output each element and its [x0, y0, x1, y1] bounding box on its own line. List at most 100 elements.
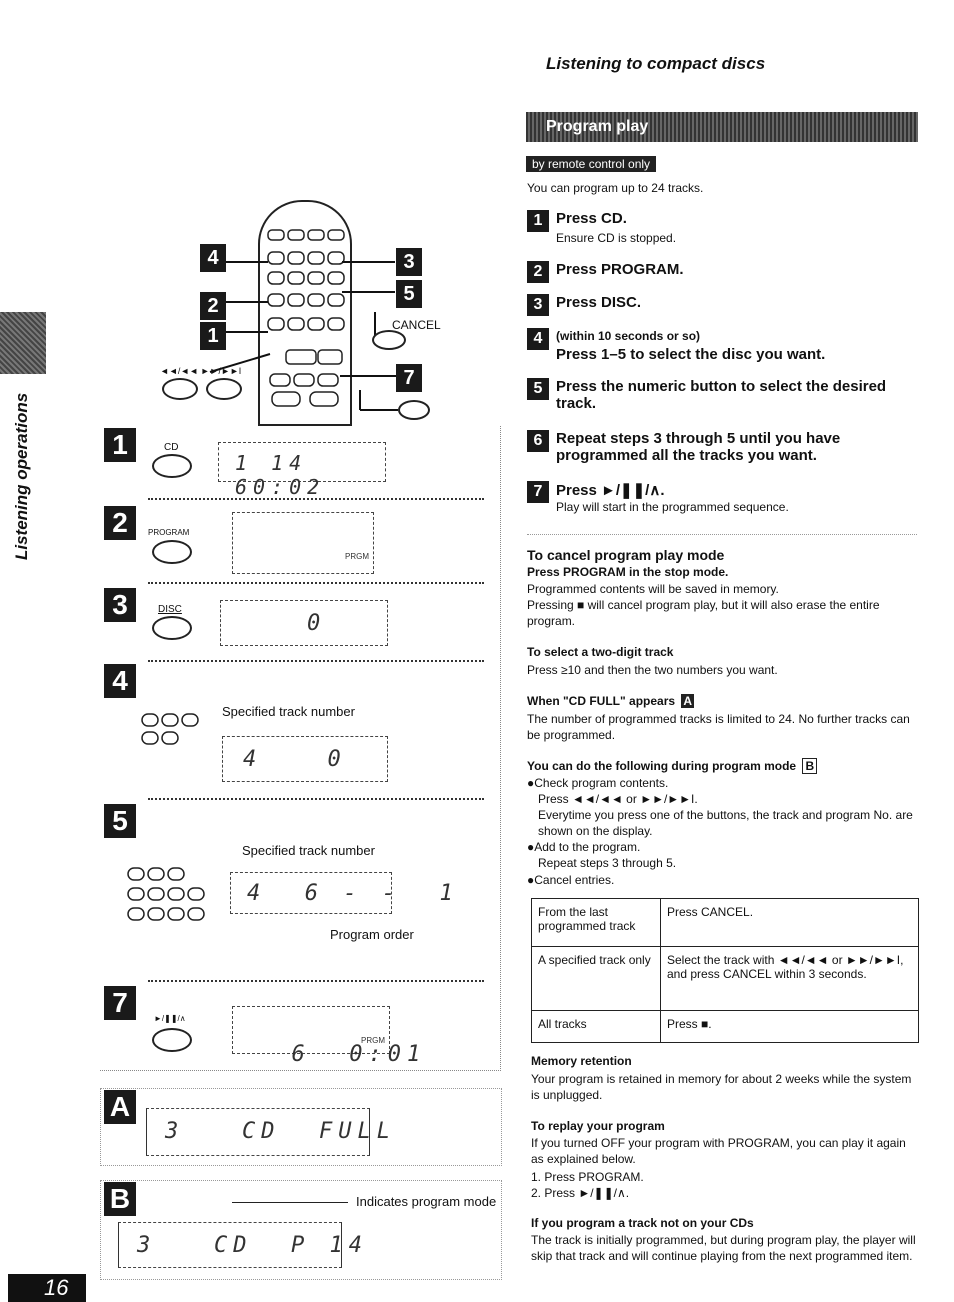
divider [527, 534, 917, 535]
cd-full-text: The number of programmed tracks is limit… [527, 712, 910, 742]
step-2-title: Press PROGRAM. [556, 261, 684, 278]
remote-badge-3: 3 [396, 248, 422, 276]
program-mode-box [100, 1180, 502, 1280]
cancel-line2: Pressing ■ will cancel program play, but… [527, 598, 880, 628]
divider [148, 498, 484, 500]
skip-forward-button[interactable] [206, 378, 242, 400]
page-number: 16 [8, 1274, 86, 1302]
step-4-display: 4 0 [222, 736, 388, 782]
prgm-indicator: PRGM [345, 552, 369, 561]
step-3-badge: 3 [104, 588, 136, 622]
skip-buttons-label: ◄◄/◄◄ ►►/►►I [160, 366, 242, 376]
cd-button-label: CD [164, 442, 179, 453]
step-2-number: 2 [527, 261, 549, 283]
step-5-caption: Specified track number [242, 843, 375, 858]
cancel-button[interactable] [372, 330, 406, 350]
play-button-label: ►/❚❚/∧ [154, 1014, 186, 1023]
box-a-badge: A [104, 1090, 136, 1124]
cd-button[interactable] [152, 454, 192, 478]
two-digit-text: Press ≥10 and then the two numbers you w… [527, 663, 778, 677]
table-row: All tracks Press ■. [531, 1010, 919, 1043]
table-cell: All tracks [531, 1010, 661, 1043]
replay-step-1: 1. Press PROGRAM. [531, 1170, 644, 1184]
remote-cancel-label: CANCEL [392, 318, 441, 332]
remote-badge-5: 5 [396, 280, 422, 308]
play-pause-button[interactable] [152, 1028, 192, 1052]
step-4-track-digit: 0 [327, 747, 347, 772]
remote-badge-2: 2 [200, 292, 226, 320]
program-mode-caption: Indicates program mode [356, 1194, 497, 1209]
cancel-entries-table: From the last programmed track Press CAN… [531, 898, 919, 1043]
during-bullet-1: ●Check program contents. [527, 776, 669, 790]
cd-full-box [100, 1088, 502, 1166]
divider [148, 798, 484, 800]
during-bullet-1a: Press ◄◄/◄◄ or ►►/►►I. [538, 792, 698, 806]
prgm-indicator: PRGM [361, 1036, 385, 1045]
table-cell: From the last programmed track [531, 898, 661, 947]
step-7-title: Press ►/❚❚/∧. [556, 482, 665, 499]
step-5-badge: 5 [104, 804, 136, 838]
cd-full-display: 3 CD FULL [146, 1108, 390, 1156]
step-5-display: 4 6 - - 1 [230, 872, 453, 914]
remote-badge-7: 7 [396, 364, 422, 392]
remote-only-badge: by remote control only [526, 156, 657, 172]
during-bullet-2a: Repeat steps 3 through 5. [538, 856, 677, 870]
section-banner: Program play [526, 112, 918, 142]
step-4-number: 4 [527, 328, 549, 350]
step-4-pre: (within 10 seconds or so) [556, 329, 701, 343]
step-3-display: 0 [220, 600, 388, 646]
disc-button-label: DISC [158, 604, 182, 615]
divider [148, 582, 484, 584]
remote-badge-4: 4 [200, 244, 226, 272]
step-2-badge: 2 [104, 506, 136, 540]
step-6-number: 6 [527, 430, 549, 452]
stop-button[interactable] [398, 400, 430, 420]
page-title: Listening to compact discs [546, 54, 766, 73]
section-label: Listening operations [12, 392, 31, 560]
during-bullet-2: ●Add to the program. [527, 840, 641, 854]
cancel-sub: Press PROGRAM in the stop mode. [527, 565, 729, 579]
program-mode-display: 3 CD P 14 [118, 1222, 362, 1268]
step-4-disc-digit: 4 [243, 747, 263, 772]
step-3-title: Press DISC. [556, 294, 642, 311]
table-cell: Select the track with ◄◄/◄◄ or ►►/►►I, a… [660, 946, 919, 1011]
cd-full-ref-badge: A [681, 694, 695, 708]
table-row: From the last programmed track Press CAN… [531, 898, 919, 947]
not-on-cd-heading: If you program a track not on your CDs [531, 1216, 754, 1230]
step-4-caption: Specified track number [222, 704, 355, 719]
table-cell: A specified track only [531, 946, 661, 1011]
two-digit-heading: To select a two-digit track [527, 645, 674, 659]
step-4-title: Press 1–5 to select the disc you want. [556, 346, 826, 363]
steps-panel [100, 426, 501, 1071]
step-7-number: 7 [527, 481, 549, 503]
program-button[interactable] [152, 540, 192, 564]
memory-heading: Memory retention [531, 1054, 632, 1068]
cancel-heading: To cancel program play mode [527, 547, 725, 563]
disc-button[interactable] [152, 616, 192, 640]
remote-control [258, 200, 352, 426]
step-5-title: Press the numeric button to select the d… [556, 378, 887, 412]
step-7-badge: 7 [104, 986, 136, 1020]
step-5-number: 5 [527, 378, 549, 400]
not-on-cd-text: The track is initially programmed, but d… [531, 1233, 916, 1263]
section-marker [0, 312, 46, 374]
table-row: A specified track only Select the track … [531, 946, 919, 1011]
replay-step-2: 2. Press ►/❚❚/∧. [531, 1186, 630, 1200]
skip-back-button[interactable] [162, 378, 198, 400]
step-1-badge: 1 [104, 428, 136, 462]
during-bullet-3: ●Cancel entries. [527, 873, 615, 887]
step-1-sub: Ensure CD is stopped. [556, 231, 677, 245]
program-button-label: PROGRAM [148, 528, 190, 537]
step-1-number: 1 [527, 210, 549, 232]
divider [148, 980, 484, 982]
replay-text: If you turned OFF your program with PROG… [531, 1136, 906, 1166]
step-4-badge: 4 [104, 664, 136, 698]
step-7-display: 6 0:01 PRGM [232, 1006, 420, 1067]
cancel-line1: Programmed contents will be saved in mem… [527, 582, 779, 596]
cd-full-heading: When "CD FULL" appears A [527, 694, 695, 708]
table-cell: Press ■. [660, 1010, 919, 1043]
during-bullet-1b: Everytime you press one of the buttons, … [538, 808, 913, 838]
program-order-caption: Program order [330, 927, 414, 942]
step-3-number: 3 [527, 294, 549, 316]
during-ref-badge: B [802, 758, 818, 774]
